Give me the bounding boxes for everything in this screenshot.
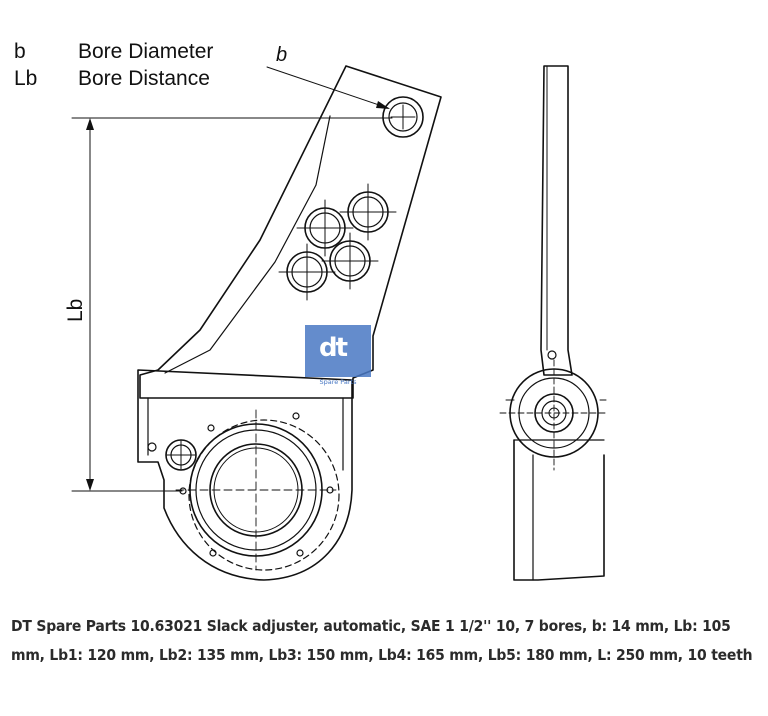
logo-badge: dt xyxy=(305,325,371,377)
body-outline xyxy=(137,369,353,581)
arm-outline xyxy=(139,65,442,399)
side-arm xyxy=(540,65,573,376)
b-dimension-label: b xyxy=(276,44,287,66)
logo-text: dt xyxy=(319,333,348,363)
product-caption: DT Spare Parts 10.63021 Slack adjuster, … xyxy=(11,617,753,664)
worm-bore xyxy=(165,439,197,471)
lb-dimension-label: Lb xyxy=(64,299,87,322)
logo-subtext: Spare Parts xyxy=(319,378,357,386)
dt-logo: dt Spare Parts xyxy=(305,325,371,387)
legend-symbol: Lb xyxy=(14,67,38,90)
b-leader-line xyxy=(266,66,389,109)
arm-bores xyxy=(278,96,424,301)
legend-symbol: b xyxy=(14,40,26,63)
legend-label: Bore Distance xyxy=(78,67,210,90)
legend-label: Bore Diameter xyxy=(78,40,214,63)
slack-adjuster-drawing: Lb b xyxy=(64,44,609,581)
